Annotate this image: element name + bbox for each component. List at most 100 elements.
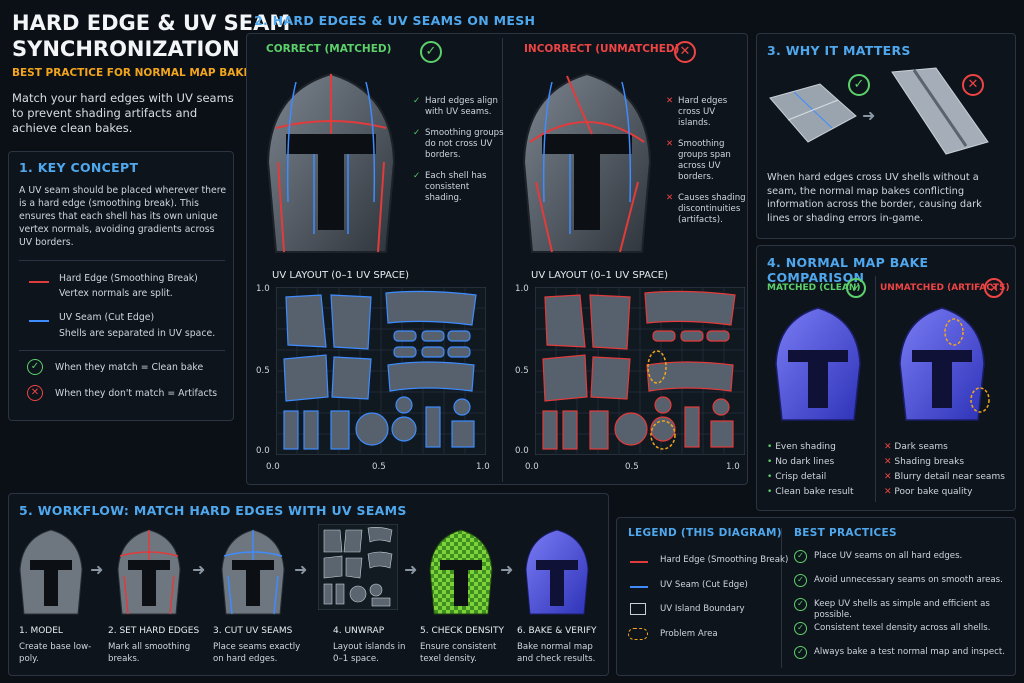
matched-label: MATCHED (CLEAN) [767,283,861,293]
correct-points: ✓Hard edges align with UV seams. ✓Smooth… [413,96,505,204]
matched-point-1: Even shading [775,442,836,452]
matched-point-4: Clean bake result [775,487,854,497]
cross-icon: ✕ [666,193,674,203]
check-circle-icon: ✓ [794,598,807,611]
check-circle-icon: ✓ [794,550,807,563]
key-concept-body: A UV seam should be placed wherever ther… [19,185,227,248]
unmatched-point-3: Blurry detail near seams [894,472,1005,482]
step-2-desc: Mark all smoothing breaks. [108,642,191,664]
best-item-1: Place UV seams on all hard edges. [814,551,963,561]
bake-heading: 4. NORMAL MAP BAKE COMPARISON [767,255,929,285]
key-divider [19,260,225,261]
uv-seam-swatch [29,320,49,322]
cross-icon: ✕ [884,457,892,467]
legend-problem-swatch [628,628,648,640]
correct-point-2: Smoothing groups do not cross UV borders… [425,128,504,160]
why-heading: 3. WHY IT MATTERS [767,43,911,58]
uv-layout-label-left: UV LAYOUT (0–1 UV SPACE) [272,270,409,281]
helmet-icon [266,72,396,253]
uv-seam-title: UV Seam (Cut Edge) [59,312,155,323]
helmet-icon [221,529,285,615]
unmatched-point-1: Dark seams [894,442,948,452]
surface-artifact-icon [891,67,989,155]
cross-icon: ✕ [666,139,674,149]
workflow-heading: 5. WORKFLOW: MATCH HARD EDGES WITH UV SE… [19,503,407,518]
uv-axis-x-0-r: 0.0 [525,462,539,472]
best-item-5: Always bake a test normal map and inspec… [814,647,1005,657]
step-5-desc: Ensure consistent texel density. [420,642,497,664]
step-6-desc: Bake normal map and check results. [517,642,596,664]
bullet-icon: • [767,457,773,467]
bullet-icon: • [767,442,773,452]
incorrect-cross-icon: ✕ [674,41,696,63]
helmet-icon [775,307,861,421]
cross-icon: ✕ [884,472,892,482]
legend-heading: LEGEND (THIS DIAGRAM) [628,527,782,539]
cross-icon: ✕ [666,96,674,106]
uv-axis-y-top: 1.0 [256,284,270,294]
legend-island-swatch [630,603,646,615]
step-3-desc: Place seams exactly on hard edges. [213,642,301,664]
bullet-icon: • [767,472,773,482]
legend-item-4: Problem Area [660,629,718,639]
arrow-right-icon: ➜ [294,560,308,579]
check-icon: ✓ [413,96,421,106]
key-concept-heading: 1. KEY CONCEPT [19,160,139,175]
best-item-4: Consistent texel density across all shel… [814,623,991,633]
page-title: HARD EDGE & UV SEAM SYNCHRONIZATION [12,10,290,62]
uv-axis-y-bot: 0.0 [256,446,270,456]
uv-grid-icon [535,287,745,455]
bake-divider [875,276,876,502]
intro-text: Match your hard edges with UV seams to p… [12,91,234,135]
legend-hard-edge-swatch [630,561,648,563]
best-list: ✓ Place UV seams on all hard edges. ✓ Avoi… [794,550,1014,671]
correct-point-3: Each shell has consistent shading. [425,171,487,203]
why-body: When hard edges cross UV shells without … [767,172,982,224]
arrow-right-icon: ➜ [404,560,418,579]
hard-edge-swatch [29,281,49,283]
unmatched-points: ✕ Dark seams ✕ Shading breaks ✕ Blurry d… [884,440,1005,500]
why-check-icon: ✓ [848,74,870,96]
check-icon: ✓ [413,171,421,181]
subtitle: BEST PRACTICE FOR NORMAL MAP BAKING [12,67,265,79]
uv-layout-label-right: UV LAYOUT (0–1 UV SPACE) [531,270,668,281]
step-1-desc: Create base low-poly. [19,642,92,664]
step-5-label: 5. CHECK DENSITY [420,626,504,636]
check-circle-icon: ✓ [794,646,807,659]
incorrect-point-2: Smoothing groups span across UV borders. [678,139,731,182]
unmatched-label: UNMATCHED (ARTIFACTS) [880,283,1010,293]
uv-grid-icon [276,287,486,455]
key-divider-2 [19,350,225,351]
uv-axis-y-mid: 0.5 [256,366,270,376]
title-line1: HARD EDGE & UV SEAM [12,11,291,35]
unmatched-point-4: Poor bake quality [894,487,973,497]
best-item-2: Avoid unnecessary seams on smooth areas. [814,575,1003,585]
uv-axis-y-top-r: 1.0 [515,284,529,294]
best-item-3: Keep UV shells as simple and efficient a… [814,599,990,620]
unmatched-point-2: Shading breaks [894,457,965,467]
arrow-right-icon: ➜ [500,560,514,579]
incorrect-point-1: Hard edges cross UV islands. [678,96,728,128]
matched-point-2: No dark lines [775,457,835,467]
helmet-icon [522,72,652,253]
helmet-icon [899,307,990,421]
mesh-heading: 2. HARD EDGES & UV SEAMS ON MESH [254,13,536,28]
mesh-divider [502,38,503,482]
step-6-label: 6. BAKE & VERIFY [517,626,597,636]
hard-edge-desc: Vertex normals are split. [59,288,173,299]
workflow-panel: 5. WORKFLOW: MATCH HARD EDGES WITH UV SE… [8,493,609,676]
matched-point-3: Crisp detail [775,472,827,482]
correct-check-icon: ✓ [420,41,442,63]
legend-best-panel [616,517,1016,676]
uv-axis-x-mid-r: 0.5 [625,462,639,472]
helmet-icon [117,529,181,615]
check-circle-icon: ✓ [27,359,43,375]
arrow-right-icon: ➜ [192,560,206,579]
matched-points: • Even shading • No dark lines • Crisp d… [767,440,854,500]
surface-clean-icon [769,83,857,143]
helmet-icon [525,529,589,615]
helmet-icon [429,529,493,615]
cross-icon: ✕ [884,442,892,452]
step-4-desc: Layout islands in 0–1 space. [333,642,406,664]
uv-axis-x-1-r: 1.0 [726,462,740,472]
